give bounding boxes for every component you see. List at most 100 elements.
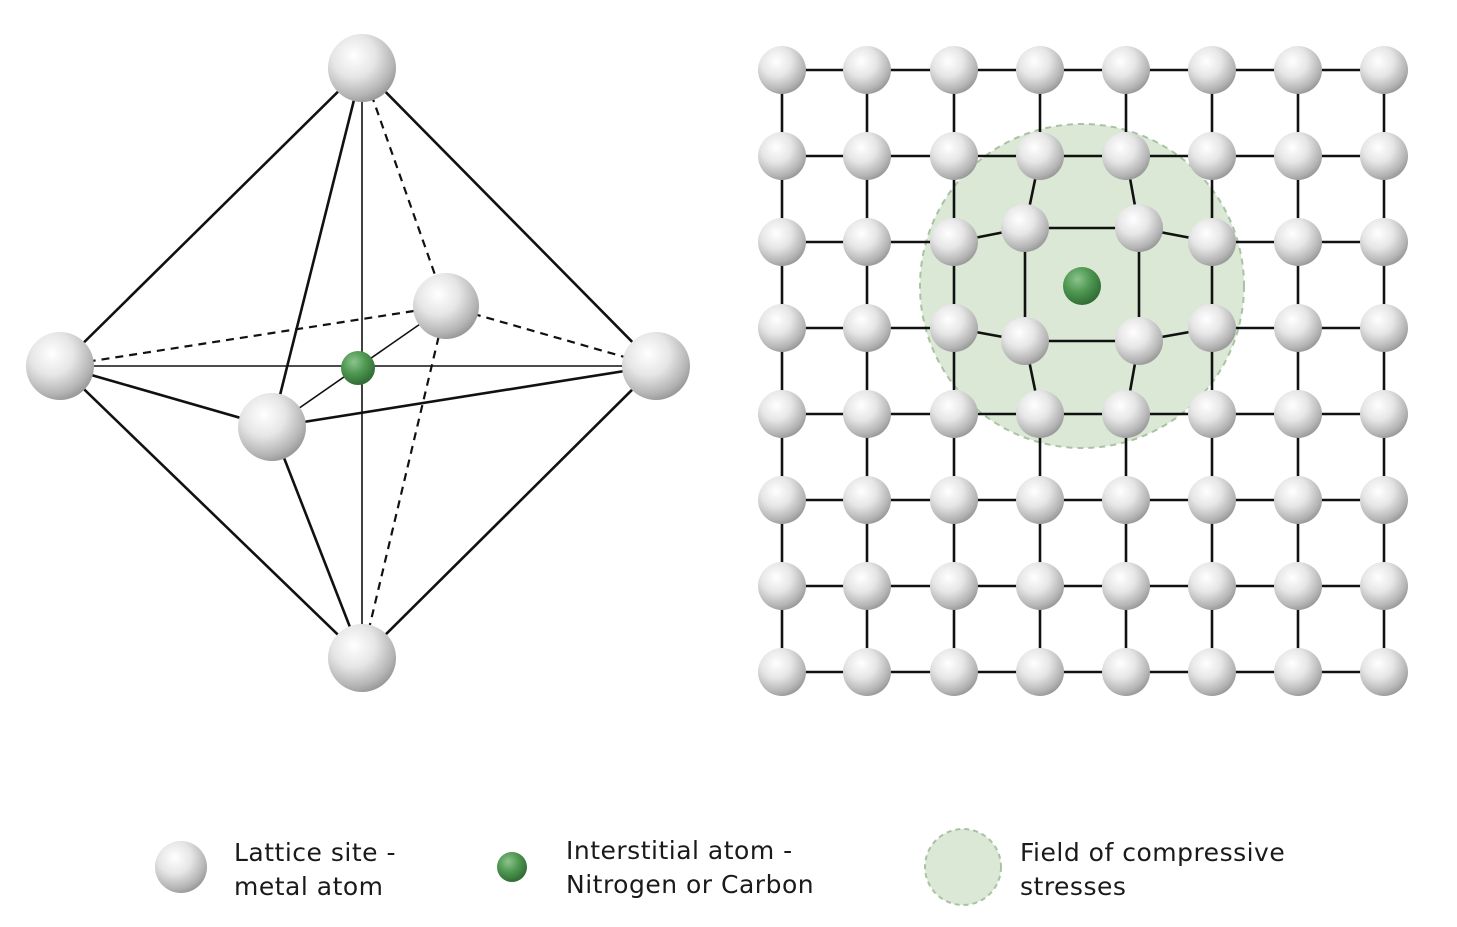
legend-interstitial-line2: Nitrogen or Carbon (566, 870, 815, 899)
metal-atom (1001, 204, 1049, 252)
metal-atom (843, 562, 891, 610)
metal-atom (758, 648, 806, 696)
metal-atom (843, 390, 891, 438)
bond-line (445, 304, 657, 368)
metal-atom (1188, 132, 1236, 180)
metal-atom (1016, 132, 1064, 180)
metal-atom (1016, 476, 1064, 524)
metal-atom (930, 132, 978, 180)
metal-atom (930, 46, 978, 94)
distorted-lattice (758, 46, 1408, 696)
metal-atom (758, 132, 806, 180)
metal-atom (1102, 562, 1150, 610)
bond-line (270, 67, 364, 428)
metal-atom (1360, 390, 1408, 438)
legend-interstitial-atom-icon (497, 852, 527, 882)
octahedral-interstitial-site (26, 34, 690, 692)
metal-atom (1360, 304, 1408, 352)
metal-atom (1188, 648, 1236, 696)
metal-atom (1001, 317, 1049, 365)
legend-field-line1: Field of compressive (1020, 838, 1286, 867)
metal-atom (1188, 304, 1236, 352)
bond-line (360, 305, 448, 659)
metal-atom (1016, 562, 1064, 610)
metal-atom (622, 332, 690, 400)
metal-atom (758, 562, 806, 610)
metal-atom (1102, 390, 1150, 438)
metal-atom (1016, 46, 1064, 94)
legend-interstitial-line1: Interstitial atom - (566, 836, 793, 865)
interstitial-atom (1063, 267, 1101, 305)
bond-line (361, 365, 657, 659)
bond-line (270, 426, 364, 659)
legend-interstitial-label: Interstitial atom - Nitrogen or Carbon (566, 834, 814, 902)
metal-atom (1274, 476, 1322, 524)
metal-atom (758, 390, 806, 438)
metal-atom (1360, 562, 1408, 610)
legend-field-line2: stresses (1020, 872, 1127, 901)
metal-atom (1102, 476, 1150, 524)
metal-atom (1360, 476, 1408, 524)
metal-atom (1274, 46, 1322, 94)
octahedron-bonds (59, 67, 657, 659)
bond-line (361, 67, 657, 367)
bond-line (360, 67, 448, 307)
metal-atom (1102, 46, 1150, 94)
bond-line (59, 67, 363, 367)
metal-atom (843, 132, 891, 180)
metal-atom (930, 390, 978, 438)
interstitial-atom (341, 351, 375, 385)
bond-line (59, 364, 273, 429)
metal-atom (328, 624, 396, 692)
metal-atom (1274, 390, 1322, 438)
legend-stress-field-icon (924, 828, 1002, 906)
metal-atom (930, 648, 978, 696)
metal-atom (1274, 218, 1322, 266)
metal-atom (328, 34, 396, 102)
legend (155, 828, 1002, 906)
metal-atom (1274, 648, 1322, 696)
metal-atom (930, 218, 978, 266)
metal-atom (1188, 562, 1236, 610)
metal-atom (1016, 390, 1064, 438)
metal-atom (1188, 390, 1236, 438)
metal-atom (238, 393, 306, 461)
metal-atom (1274, 304, 1322, 352)
legend-lattice-site-line1: Lattice site - (234, 838, 396, 867)
metal-atom (758, 304, 806, 352)
metal-atom (930, 476, 978, 524)
metal-atom (1115, 204, 1163, 252)
metal-atom (843, 46, 891, 94)
octahedron-atoms (26, 34, 690, 692)
metal-atom (930, 562, 978, 610)
metal-atom (1360, 132, 1408, 180)
metal-atom (758, 46, 806, 94)
legend-field-label: Field of compressive stresses (1020, 836, 1285, 904)
metal-atom (843, 476, 891, 524)
metal-atom (843, 648, 891, 696)
legend-metal-atom-icon (155, 841, 207, 893)
lattice-atoms (758, 46, 1408, 696)
metal-atom (1360, 648, 1408, 696)
metal-atom (1188, 46, 1236, 94)
legend-lattice-site-line2: metal atom (234, 872, 384, 901)
metal-atom (26, 332, 94, 400)
metal-atom (843, 304, 891, 352)
metal-atom (1360, 218, 1408, 266)
metal-atom (1115, 317, 1163, 365)
metal-atom (930, 304, 978, 352)
metal-atom (1188, 476, 1236, 524)
metal-atom (1188, 218, 1236, 266)
bond-line (271, 364, 657, 429)
metal-atom (1102, 648, 1150, 696)
legend-lattice-site-label: Lattice site - metal atom (234, 836, 396, 904)
bond-line (59, 304, 447, 368)
metal-atom (413, 273, 479, 339)
metal-atom (1360, 46, 1408, 94)
metal-atom (843, 218, 891, 266)
metal-atom (1274, 562, 1322, 610)
metal-atom (758, 218, 806, 266)
metal-atom (1016, 648, 1064, 696)
metal-atom (1102, 132, 1150, 180)
